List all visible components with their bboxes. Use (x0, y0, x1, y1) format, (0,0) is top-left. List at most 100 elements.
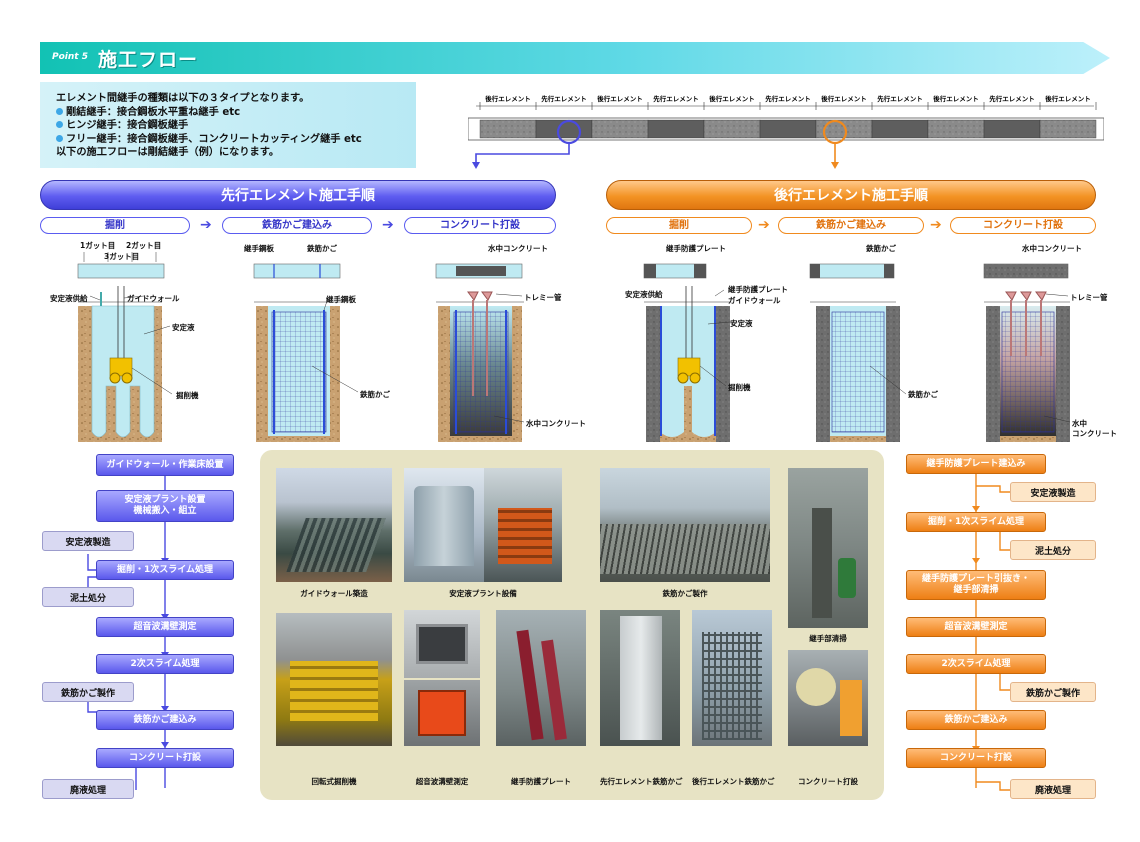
caption-cage-fabrication: 鉄筋かご製作 (662, 589, 708, 598)
flow-excavation-slime-1: 掘削・1次スライム処理 (96, 560, 234, 580)
label-rebar-cage: 鉄筋かご (866, 244, 896, 253)
flow-excavation-slime-1: 掘削・1次スライム処理 (906, 512, 1046, 532)
strip-element-label: 先行エレメント (653, 94, 699, 103)
arrow-right-icon: ➔ (200, 217, 212, 233)
strip-element-label: 後行エレメント (933, 94, 979, 103)
strip-element-label: 先行エレメント (989, 94, 1035, 103)
label-excavator: 掘削機 (728, 383, 751, 392)
label-underwater-concrete-1: 水中 (1072, 419, 1087, 428)
side-waste-fluid: 廃液処理 (1010, 779, 1096, 799)
photo-rotary-excavator (276, 613, 392, 746)
label-stabilizing-fluid: 安定液 (172, 323, 195, 332)
step-excavation: 掘削 (606, 217, 752, 234)
side-fluid-production: 安定液製造 (42, 531, 134, 551)
strip-element-label: 後行エレメント (597, 94, 643, 103)
flow-concrete-pour: コンクリート打設 (96, 748, 234, 768)
label-underwater-concrete: 水中コンクリート (488, 244, 548, 253)
point-label: Point 5 (52, 52, 88, 62)
label-gut-1: 1ガット目 (80, 241, 116, 250)
label-gut-3: 3ガット目 (104, 252, 140, 261)
follow-element-procedure-title: 後行エレメント施工手順 (606, 180, 1096, 210)
arrow-right-icon: ➔ (382, 217, 394, 233)
caption-fluid-plant: 安定液プラント設備 (449, 589, 517, 598)
photo-fluid-plant-tower (404, 468, 484, 582)
bullet-icon (56, 134, 63, 142)
lead-element-procedure-title: 先行エレメント施工手順 (40, 180, 556, 210)
flow-ultrasonic-measurement: 超音波溝壁測定 (906, 617, 1046, 637)
flow-guide-wall-setup: ガイドウォール・作業床設置 (96, 454, 234, 476)
construction-photo-panel: ガイドウォール築造 安定液プラント設備 鉄筋かご製作 継手部清掃 回転式掘削機 … (260, 450, 884, 800)
construction-step-diagrams (77, 252, 1071, 442)
flow-concrete-pour: コンクリート打設 (906, 748, 1046, 768)
arrow-right-icon: ➔ (758, 217, 770, 233)
diagram-follow-cage (809, 263, 900, 442)
strip-element-label: 先行エレメント (541, 94, 587, 103)
step-excavation: 掘削 (40, 217, 190, 234)
strip-follow-element (927, 119, 985, 139)
caption-ultrasonic: 超音波溝壁測定 (415, 777, 469, 786)
photo-protection-plate (496, 610, 586, 746)
flow-protection-plate-install: 継手防護プレート建込み (906, 454, 1046, 474)
side-waste-fluid: 廃液処理 (42, 779, 134, 799)
step-cage-install: 鉄筋かご建込み (222, 217, 372, 234)
flow-protection-plate-removal: 継手防護プレート引抜き・ 継手部清掃 (906, 570, 1046, 600)
flow-slime-2: 2次スライム処理 (906, 654, 1046, 674)
label-guide-wall: ガイドウォール (728, 296, 781, 305)
label-tremie-pipe: トレミー管 (524, 293, 562, 302)
flow-fluid-plant-setup: 安定液プラント設置 機械搬入・組立 (96, 490, 234, 522)
strip-element-label: 後行エレメント (485, 94, 531, 103)
diagram-lead-cage (253, 263, 342, 442)
step-concrete-pour: コンクリート打設 (404, 217, 556, 234)
page-title: 施工フロー (98, 49, 199, 71)
photo-ultrasonic-device (404, 610, 480, 678)
strip-element-label: 後行エレメント (821, 94, 867, 103)
strip-follow-element (479, 119, 537, 139)
intro-line-free: フリー継手：接合鋼板継手、コンクリートカッティング継手 etc (56, 133, 404, 147)
photo-ultrasonic-unit (404, 680, 480, 746)
strip-follow-element (591, 119, 649, 139)
diagram-follow-concrete (983, 263, 1070, 442)
step-cage-install: 鉄筋かご建込み (778, 217, 924, 234)
photo-follow-element-cage (692, 610, 772, 746)
photo-fluid-plant-machine (484, 468, 562, 582)
intro-line: 以下の施工フローは剛結継手（例）になります。 (56, 147, 280, 159)
strip-follow-element (1039, 119, 1097, 139)
label-protection-plate: 継手防護プレート (666, 244, 726, 253)
strip-element-label: 後行エレメント (709, 94, 755, 103)
label-rebar-cage: 鉄筋かご (307, 244, 337, 253)
section-header-band: Point 5 施工フロー (40, 42, 1110, 74)
label-fluid-supply: 安定液供給 (50, 294, 88, 303)
photo-cage-fabrication (600, 468, 770, 582)
strip-element-label: 後行エレメント (1045, 94, 1091, 103)
label-protection-plate: 継手防護プレート (728, 285, 788, 294)
diagram-lead-excavation (77, 252, 165, 442)
step-concrete-pour: コンクリート打設 (950, 217, 1096, 234)
side-cage-fabrication: 鉄筋かご製作 (42, 682, 134, 702)
side-mud-disposal: 泥土処分 (42, 587, 134, 607)
intro-line: エレメント間継手の種類は以下の３タイプとなります。 (56, 93, 310, 104)
photo-guide-wall (276, 468, 392, 582)
caption-joint-cleaning: 継手部清掃 (809, 634, 847, 643)
side-cage-fabrication: 鉄筋かご製作 (1010, 682, 1096, 702)
label-excavator: 掘削機 (176, 391, 199, 400)
arrow-down-icon (831, 162, 839, 169)
label-rebar-cage: 鉄筋かご (908, 390, 938, 399)
photo-joint-cleaning (788, 468, 868, 628)
strip-lead-element (871, 119, 929, 139)
label-fluid-supply: 安定液供給 (625, 290, 663, 299)
label-gut-2: 2ガット目 (126, 241, 162, 250)
intro-line-hinge: ヒンジ継手：接合鋼板継手 (56, 119, 404, 133)
photo-lead-element-cage (600, 610, 680, 746)
strip-element-label: 先行エレメント (765, 94, 811, 103)
label-joint-plate: 継手鋼板 (326, 295, 356, 304)
label-underwater-concrete: 水中コンクリート (526, 419, 586, 428)
flow-ultrasonic-measurement: 超音波溝壁測定 (96, 617, 234, 637)
caption-protection-plate: 継手防護プレート (511, 777, 571, 786)
intro-line-rigid: 剛結継手：接合鋼板水平重ね継手 etc (56, 106, 404, 120)
strip-element-label: 先行エレメント (877, 94, 923, 103)
bullet-icon (56, 121, 63, 129)
diagram-follow-excavation (643, 263, 730, 442)
bullet-icon (56, 107, 63, 115)
caption-lead-cage: 先行エレメント鉄筋かご (600, 777, 683, 786)
strip-lead-element (759, 119, 817, 139)
